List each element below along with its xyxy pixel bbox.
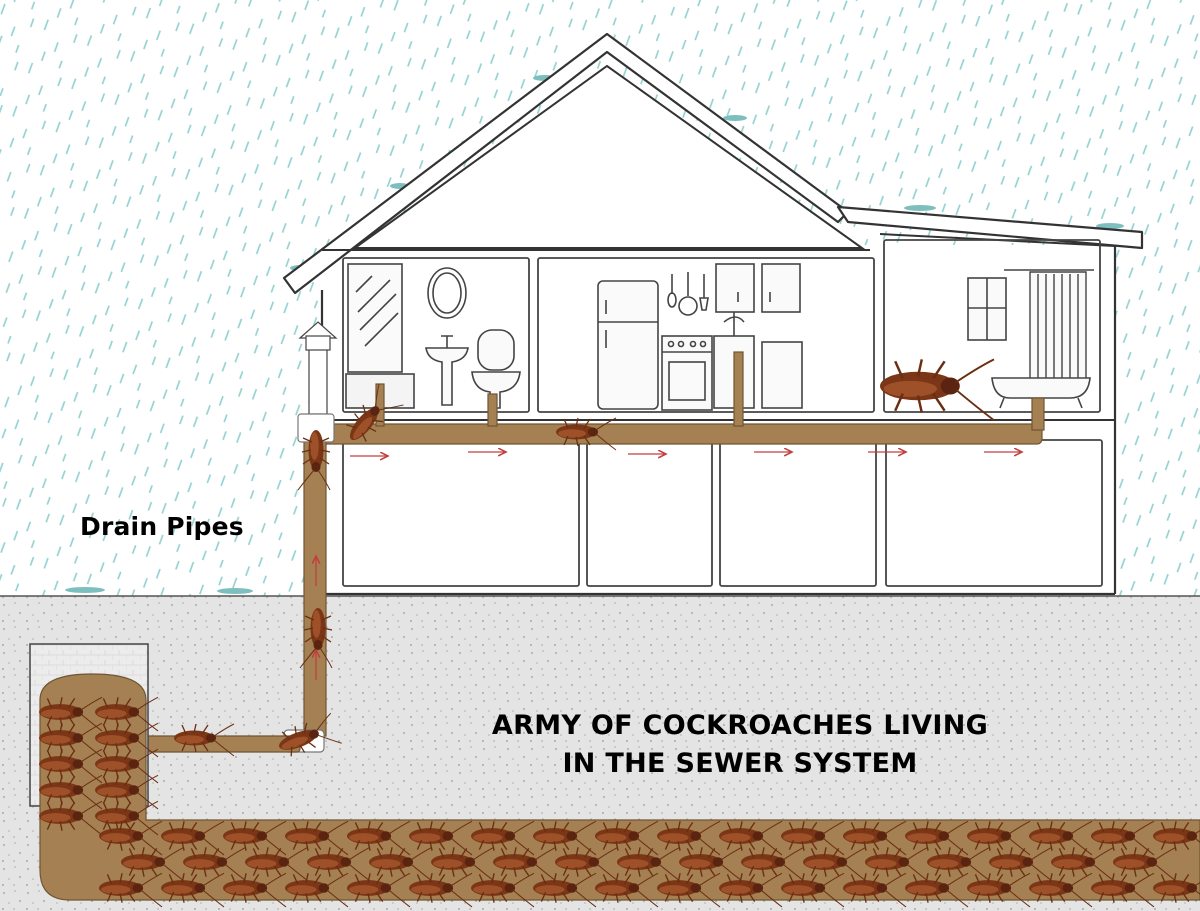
drain-pipes [29, 321, 1200, 901]
sink-mirror [425, 267, 469, 406]
window [967, 277, 1007, 341]
army-label: ARMY OF COCKROACHES LIVING IN THE SEWER … [440, 707, 1040, 783]
drain-pipes-label: Drain Pipes [80, 512, 244, 541]
bathtub [991, 377, 1091, 409]
fridge [597, 280, 659, 410]
utensils [667, 272, 709, 316]
toilet [471, 329, 521, 409]
attic [351, 64, 866, 249]
bathroom-right [883, 239, 1101, 413]
bathroom-left [342, 257, 530, 413]
army-label-line-2: IN THE SEWER SYSTEM [562, 748, 918, 779]
main-roof [282, 32, 850, 295]
house [282, 32, 1144, 596]
kitchen [537, 257, 875, 413]
stove [661, 335, 713, 411]
flow-arrows [316, 452, 1022, 680]
annex-roof [836, 205, 1144, 250]
army-label-line-1: ARMY OF COCKROACHES LIVING [491, 710, 989, 741]
